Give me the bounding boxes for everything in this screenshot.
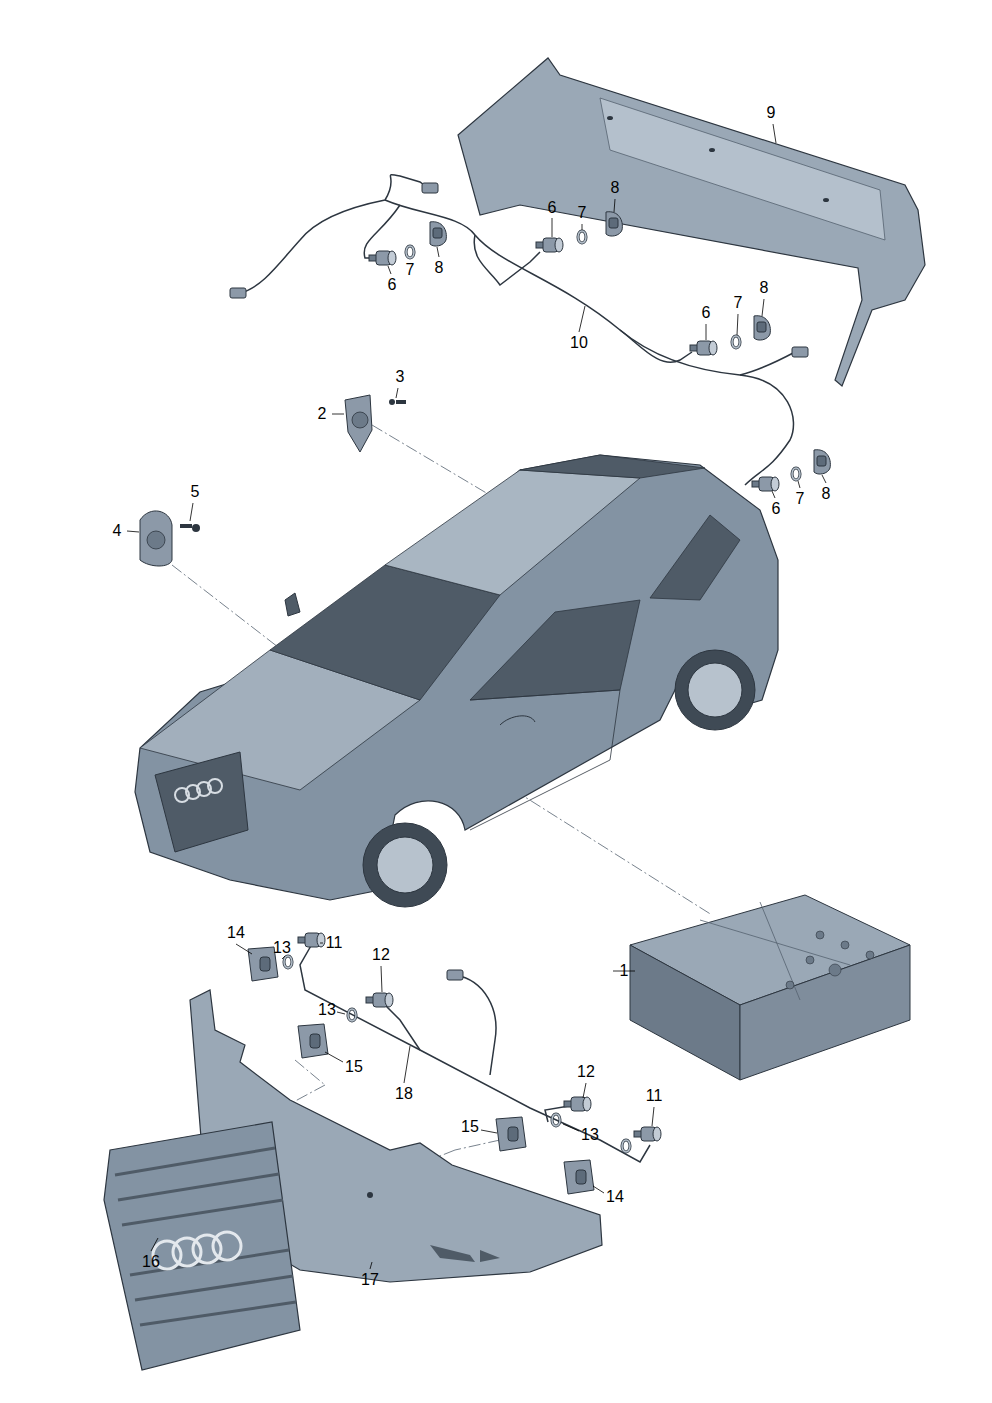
callout-number: 13	[317, 1001, 337, 1019]
callout-number: 13	[272, 939, 292, 957]
callout-number: 2	[317, 405, 328, 423]
callout-number: 7	[795, 490, 806, 508]
callout-number: 6	[771, 500, 782, 518]
callout-number: 8	[434, 259, 445, 277]
callout-number: 11	[645, 1087, 664, 1105]
callout-number: 1	[619, 962, 630, 980]
callout-number: 12	[576, 1063, 596, 1081]
callout-number: 15	[344, 1058, 364, 1076]
callout-number: 3	[395, 368, 406, 386]
callout-number: 15	[460, 1118, 480, 1136]
callout-number: 12	[371, 946, 391, 964]
callout-number: 7	[733, 294, 744, 312]
callout-number: 13	[580, 1126, 600, 1144]
callout-number: 14	[605, 1188, 625, 1206]
callout-number: 17	[360, 1271, 380, 1289]
callout-number: 5	[190, 483, 201, 501]
callout-number: 7	[577, 204, 588, 222]
callout-number: 8	[821, 485, 832, 503]
callout-number: 14	[226, 924, 246, 942]
callout-number: 11	[325, 934, 344, 952]
callout-number: 18	[394, 1085, 414, 1103]
callout-number: 6	[701, 304, 712, 322]
callout-number: 8	[610, 179, 621, 197]
callout-number: 10	[569, 334, 589, 352]
callout-number: 6	[547, 199, 558, 217]
callout-number: 16	[141, 1253, 161, 1271]
callout-number: 7	[405, 261, 416, 279]
callout-number: 4	[112, 522, 123, 540]
callout-number: 6	[387, 276, 398, 294]
callout-number: 8	[759, 279, 770, 297]
callout-number: 9	[766, 104, 777, 122]
